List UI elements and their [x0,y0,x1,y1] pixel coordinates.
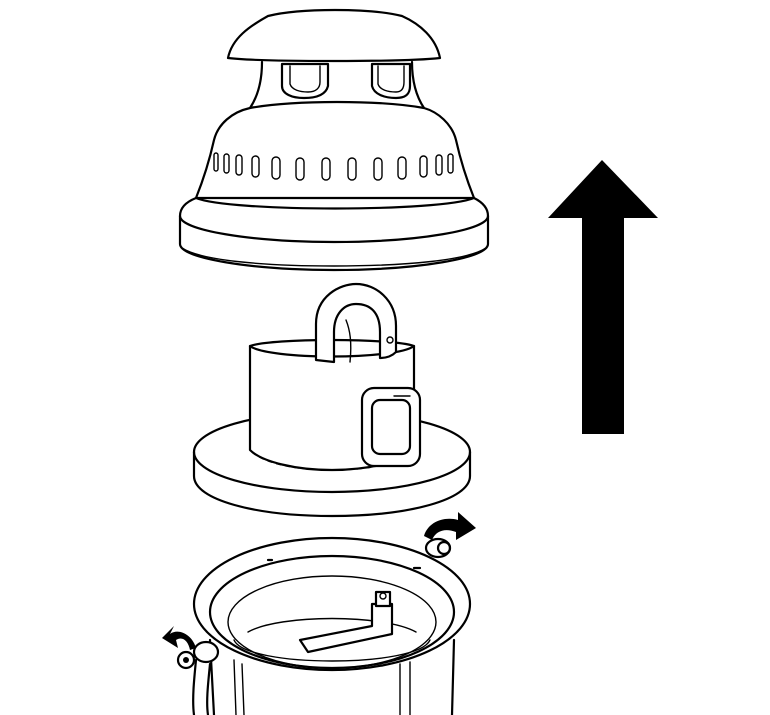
filter-handle-pin [386,336,394,344]
container-wall-right [450,638,456,715]
filter-base-side [192,450,472,518]
container-rib-right [399,661,411,715]
exhaust-window-right-inner [377,65,405,93]
curved-arrow-icon [162,626,196,650]
filter-latch-window-inner [370,398,412,456]
container [192,536,472,715]
top-cover-neck [248,60,426,110]
container-rib-left [233,659,245,715]
vent-slots [213,152,454,181]
top-cover-dome [194,100,476,200]
filter-latch-window [360,386,422,468]
inlet-nozzle-hole [379,592,387,600]
container-hose [192,658,212,715]
right-latch-screw [436,540,452,556]
left-latch-knob [192,640,220,664]
top-cover [178,8,490,272]
container-inlet-pipe [298,602,394,654]
container-inner-bowl [247,617,417,633]
left-latch-screw-center [183,657,189,663]
filter-handle [314,282,398,364]
container-rim-outer [192,536,472,672]
exhaust-window-left-inner [289,65,321,93]
container-inner-ledge [227,575,437,669]
top-cover-rim-lip [181,247,487,267]
exhaust-window-left [280,62,330,100]
up-arrow-icon [548,160,658,434]
filter-cage [192,282,472,518]
right-latch [424,512,476,559]
left-latch [162,626,220,670]
container-inner-floor [233,639,431,662]
top-cover-rim [178,196,490,272]
curved-arrow-icon [424,512,476,540]
top-cover-cap [226,8,442,63]
container-rim-markers [266,558,422,570]
top-cover-rim-edge [178,214,490,244]
filter-handle-inner [345,319,352,363]
